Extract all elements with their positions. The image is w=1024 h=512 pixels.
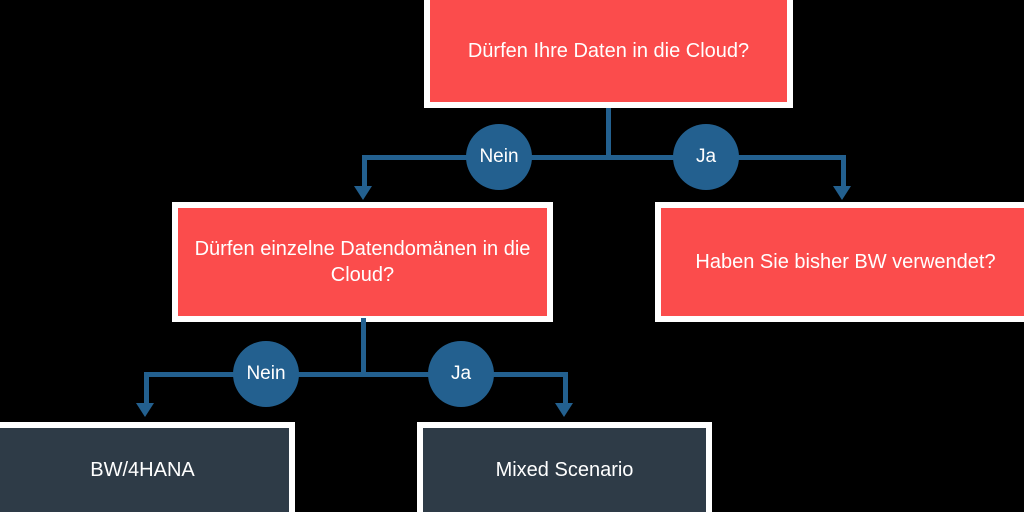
node-question-bw-verwendet[interactable]: Haben Sie bisher BW verwendet?	[655, 202, 1024, 322]
edge-label-text: Nein	[479, 146, 519, 167]
edge-question2-stem	[361, 318, 366, 376]
arrow-to-question-2	[354, 186, 372, 200]
arrow-to-mixed-scenario	[555, 403, 573, 417]
edge-label-ja-level1[interactable]: Ja	[673, 124, 739, 190]
edge-level2-bus	[144, 372, 568, 377]
node-fill: BW/4HANA	[0, 428, 289, 512]
edge-label-ja-level2[interactable]: Ja	[428, 341, 494, 407]
node-question-datendomaenen[interactable]: Dürfen einzelne Datendomänen in die Clou…	[172, 202, 553, 322]
node-label: BW/4HANA	[90, 459, 195, 481]
edge-level2-left-drop	[144, 372, 149, 404]
edge-level2-right-drop	[563, 372, 568, 404]
arrow-to-bw4hana	[136, 403, 154, 417]
node-label: Dürfen einzelne Datendomänen in die Clou…	[194, 238, 531, 286]
edge-label-text: Ja	[450, 363, 472, 384]
node-label: Mixed Scenario	[495, 459, 634, 481]
node-fill: Dürfen einzelne Datendomänen in die Clou…	[178, 208, 547, 316]
node-fill: Mixed Scenario	[423, 428, 706, 512]
node-result-bw4hana[interactable]: BW/4HANA	[0, 422, 295, 512]
node-fill: Dürfen Ihre Daten in die Cloud?	[430, 0, 787, 102]
node-label: Dürfen Ihre Daten in die Cloud?	[467, 40, 750, 62]
edge-label-text: Nein	[246, 363, 286, 384]
node-result-mixed-scenario[interactable]: Mixed Scenario	[417, 422, 712, 512]
edge-level1-right-drop	[841, 155, 846, 187]
arrow-to-question-3	[833, 186, 851, 200]
edge-label-nein-level2[interactable]: Nein	[233, 341, 299, 407]
edge-level1-left-drop	[362, 155, 367, 187]
edge-label-nein-level1[interactable]: Nein	[466, 124, 532, 190]
edge-level1-bus	[362, 155, 844, 160]
node-label: Haben Sie bisher BW verwendet?	[695, 251, 996, 273]
node-question-root[interactable]: Dürfen Ihre Daten in die Cloud?	[424, 0, 793, 108]
edge-root-stem	[606, 108, 611, 160]
node-fill: Haben Sie bisher BW verwendet?	[661, 208, 1024, 316]
edge-label-text: Ja	[695, 146, 717, 167]
